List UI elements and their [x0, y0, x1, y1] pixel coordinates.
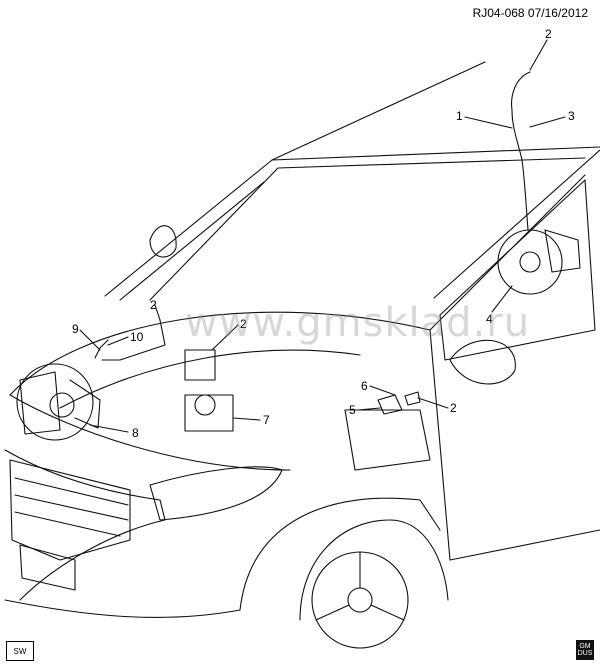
hood-outline [9, 311, 431, 396]
windshield-inner [149, 157, 586, 301]
abs-pump-motor [194, 394, 216, 416]
wheel-arch [299, 519, 449, 621]
gm-logo-top: GM [579, 643, 591, 650]
door-bottom [449, 529, 600, 561]
rear-brake-rotor [497, 229, 563, 295]
side-window [439, 179, 596, 361]
leader-1 [464, 116, 513, 129]
callout-4: 4 [486, 312, 493, 326]
grille-outline [9, 459, 131, 561]
bumper-lower [4, 599, 241, 618]
callout-3: 3 [568, 109, 575, 123]
front-fascia [4, 449, 166, 601]
leader-2-left [154, 304, 161, 321]
abs-module-bracket [184, 349, 216, 381]
front-brake-rotor [16, 363, 94, 441]
roof-outline [104, 61, 486, 297]
callout-6: 6 [361, 379, 368, 393]
leader-6 [369, 385, 396, 396]
callout-2-top: 2 [545, 27, 552, 41]
leader-5 [357, 407, 381, 411]
wheel-spoke-3 [370, 604, 405, 621]
leader-9 [79, 329, 101, 351]
leader-2-module [211, 324, 239, 351]
leader-3 [529, 116, 566, 128]
front-caliper [19, 371, 61, 435]
engine-bay-component [344, 409, 431, 471]
left-sensor-harness [101, 319, 166, 361]
gm-logo-bottom: DUS [577, 650, 593, 657]
front-brake-hub [49, 392, 75, 418]
front-knuckle [69, 379, 101, 429]
side-mirror [449, 339, 516, 385]
grille-bar-3 [14, 511, 121, 537]
right-sensor [377, 394, 403, 415]
windshield-top [271, 146, 600, 161]
gm-logo-badge: GM DUS [576, 640, 594, 660]
callout-7: 7 [263, 413, 270, 427]
callout-2-right: 2 [450, 401, 457, 415]
right-sensor-connector [404, 391, 421, 406]
leader-8 [89, 424, 129, 433]
headlight [149, 466, 283, 521]
wheel-spoke-2 [315, 604, 350, 621]
rear-sensor-lead [521, 159, 529, 231]
lower-grille [19, 544, 76, 591]
leader-2-top [529, 39, 548, 71]
leader-2-right [417, 397, 449, 409]
callout-9: 9 [72, 322, 79, 336]
hood-front-edge [9, 394, 291, 471]
sw-badge: SW [6, 641, 34, 661]
rear-caliper [544, 229, 581, 273]
abs-module-unit [184, 394, 234, 432]
watermark-text: www.gmsklad.ru [185, 300, 531, 346]
callout-10: 10 [130, 330, 144, 344]
door-front-edge [429, 329, 451, 561]
diagram-reference-code: RJ04-068 07/16/2012 [472, 6, 588, 20]
callout-5: 5 [349, 403, 356, 417]
callout-2-module: 2 [240, 317, 247, 331]
rear-sensor-harness [511, 71, 531, 161]
leader-10 [107, 336, 129, 346]
grille-bar-1 [14, 477, 129, 506]
leader-7 [232, 417, 261, 421]
leader-4 [491, 285, 513, 313]
rear-brake-hub [519, 251, 541, 273]
callout-1: 1 [456, 109, 463, 123]
windshield-left-edge [119, 181, 265, 301]
hood-crease [59, 349, 361, 409]
a-pillar-right [433, 149, 600, 299]
callout-8: 8 [132, 426, 139, 440]
left-mirror [149, 225, 177, 258]
grille-bar-2 [14, 494, 129, 521]
left-sensor-lead [94, 339, 109, 359]
front-wheel-hub [347, 587, 373, 613]
front-fender [239, 497, 441, 611]
callout-2-left-sensor: 2 [150, 298, 157, 312]
